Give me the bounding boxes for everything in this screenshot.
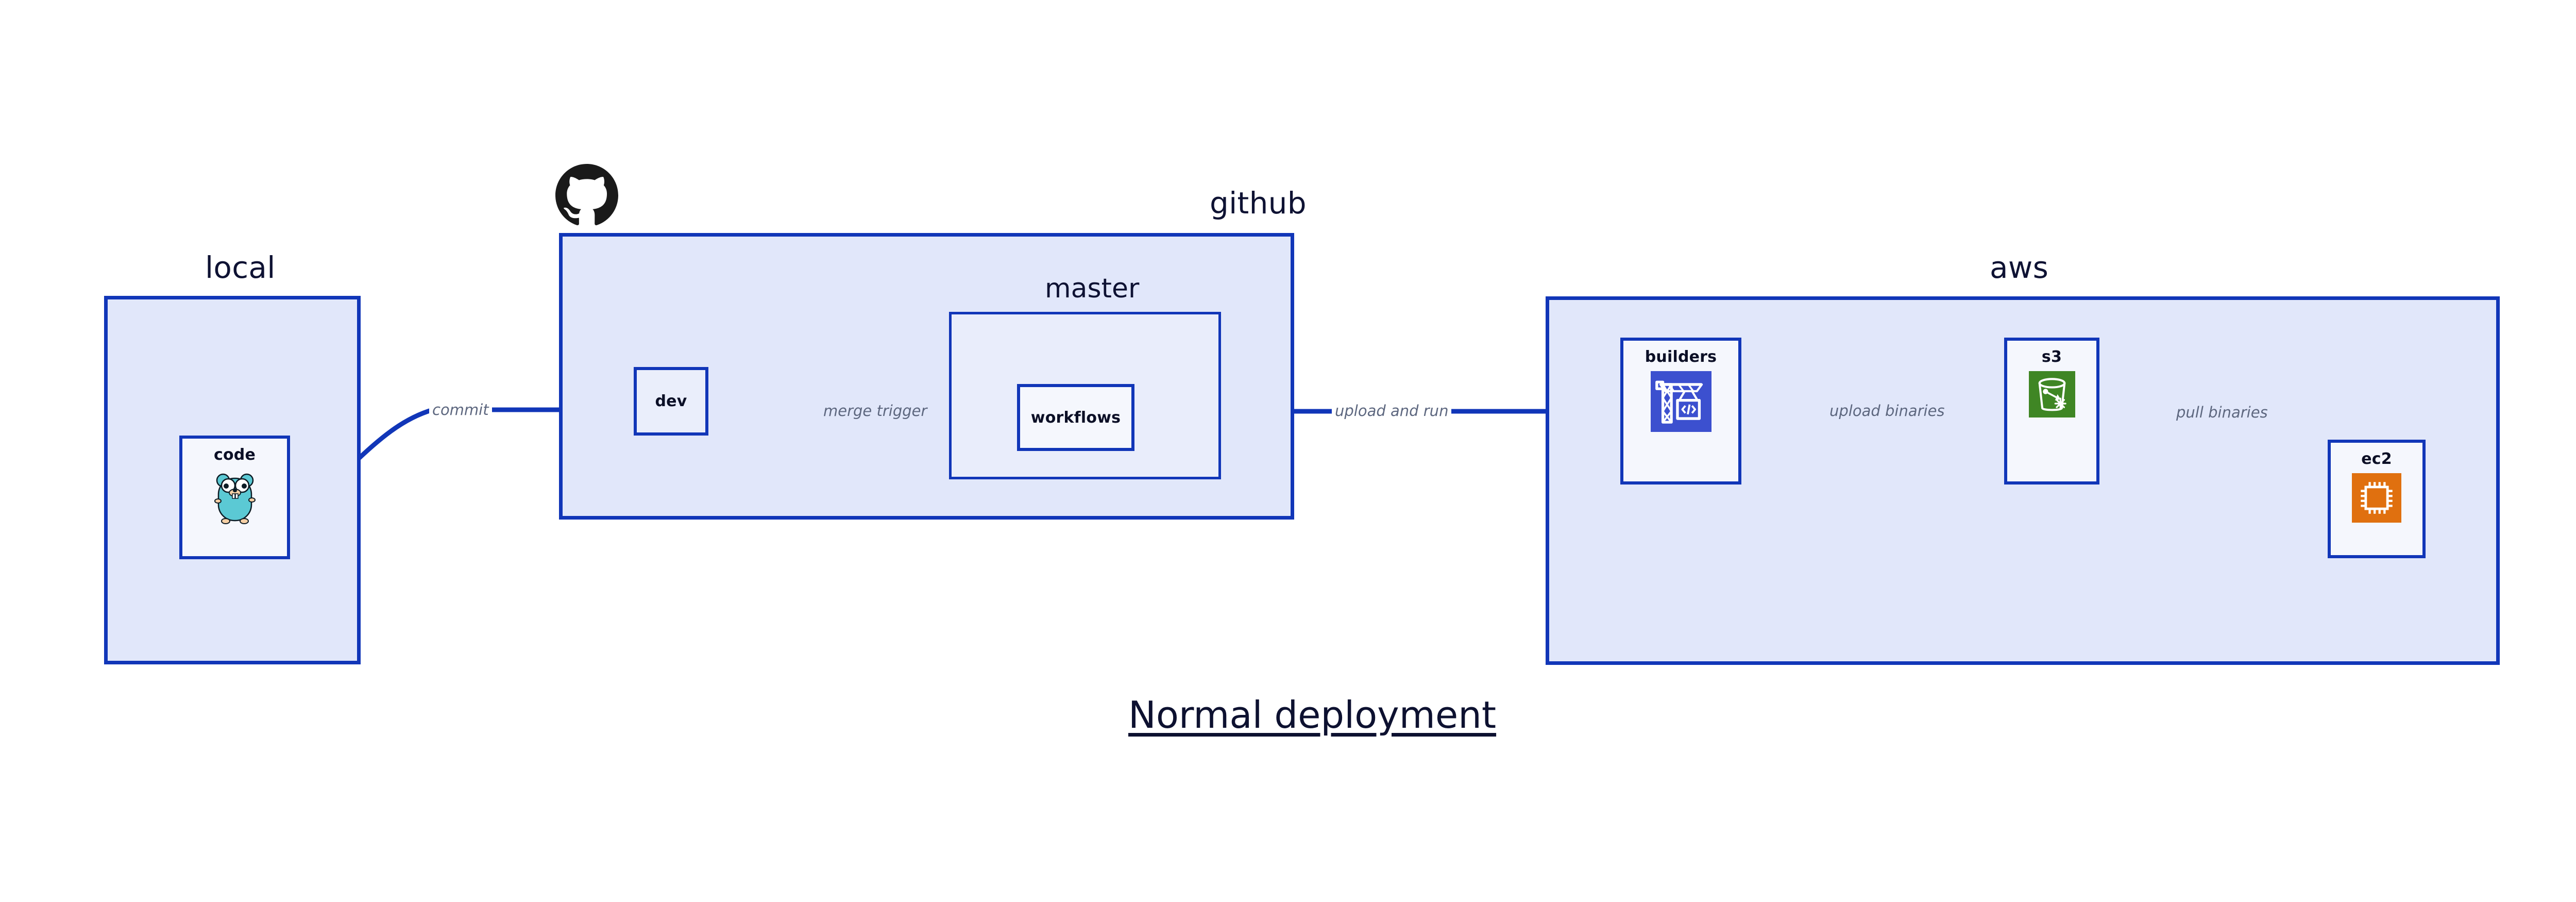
s3-bucket-icon <box>2028 371 2075 420</box>
node-ec2-label: ec2 <box>2361 450 2392 468</box>
crane-code-icon <box>1650 371 1711 434</box>
node-workflows-label: workflows <box>1030 408 1121 427</box>
node-code-label: code <box>213 446 256 464</box>
node-dev[interactable]: dev <box>634 367 708 436</box>
edge-label-pull-binaries: pull binaries <box>2173 404 2271 421</box>
node-s3-label: s3 <box>2041 348 2062 366</box>
github-logo-icon <box>555 164 618 229</box>
node-builders-full[interactable]: builders <box>1620 338 1741 485</box>
edge-label-commit: commit <box>429 401 492 419</box>
node-dev-label: dev <box>655 392 687 410</box>
group-label-local: local <box>205 250 276 285</box>
node-workflows[interactable]: workflows <box>1017 384 1134 451</box>
node-code[interactable]: code <box>179 436 290 559</box>
node-s3[interactable]: s3 <box>2004 338 2099 485</box>
go-gopher-icon <box>211 469 259 529</box>
group-label-github: github <box>1210 186 1307 221</box>
edge-label-upload-and-run: upload and run <box>1332 402 1452 420</box>
group-label-aws: aws <box>1990 250 2049 285</box>
edge-label-upload-binaries: upload binaries <box>1826 402 1948 420</box>
node-builders-label: builders <box>1645 348 1717 366</box>
diagram-caption: Normal deployment <box>1128 693 1497 737</box>
group-label-master: master <box>1045 273 1140 304</box>
node-ec2[interactable]: ec2 <box>2328 440 2426 558</box>
cpu-chip-icon <box>2352 473 2401 525</box>
edge-label-merge-trigger: merge trigger <box>820 402 930 420</box>
